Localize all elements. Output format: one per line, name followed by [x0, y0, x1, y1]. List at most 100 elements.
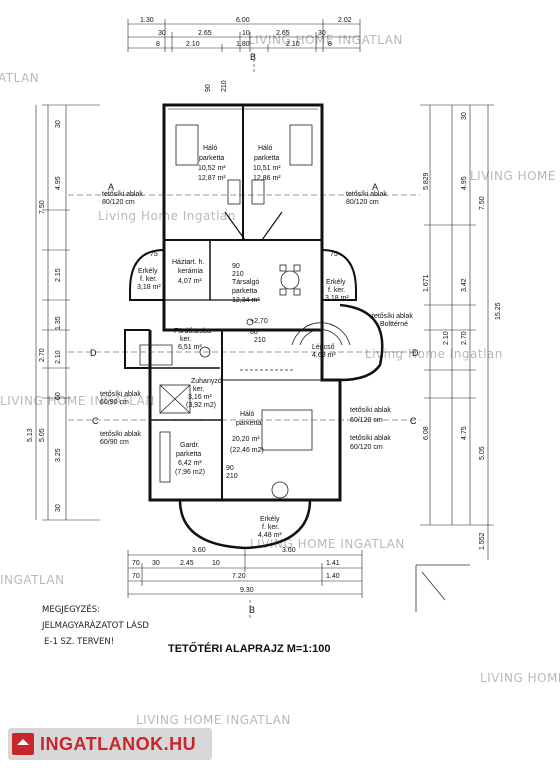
watermark-right-low: LIVING HOME INGATLAN: [480, 671, 560, 685]
wardrobe-icon: [159, 431, 171, 483]
svg-text:2.02: 2.02: [338, 17, 352, 24]
left-dimensions: [35, 104, 100, 521]
svg-text:1.671: 1.671: [423, 274, 430, 292]
svg-text:3,18 m²: 3,18 m²: [325, 295, 349, 302]
svg-text:2.10: 2.10: [286, 41, 300, 48]
wardrobe-icon: [227, 179, 241, 205]
svg-text:B: B: [249, 605, 255, 615]
svg-text:70: 70: [132, 573, 140, 580]
svg-text:tetősíki ablak: tetősíki ablak: [346, 191, 387, 198]
svg-text:12,86 m²: 12,86 m²: [253, 175, 281, 182]
svg-text:Gardr.: Gardr.: [180, 442, 200, 449]
svg-text:tetősíki ablak: tetősíki ablak: [100, 431, 141, 438]
svg-text:4,68 m²: 4,68 m²: [312, 352, 336, 359]
svg-text:60/120 cm: 60/120 cm: [350, 444, 383, 451]
svg-text:f. ker.: f. ker.: [262, 524, 279, 531]
svg-text:10,52 m²: 10,52 m²: [198, 165, 226, 172]
bed-icon: [289, 124, 313, 166]
svg-text:3.42: 3.42: [461, 278, 468, 292]
corner-mark: [415, 564, 470, 612]
svg-text:2.10: 2.10: [443, 331, 450, 345]
svg-text:(3,92 m2): (3,92 m2): [186, 402, 216, 409]
svg-text:60/90 cm: 60/90 cm: [100, 439, 129, 446]
svg-text:60: 60: [55, 392, 62, 400]
svg-text:tetősíki ablak: tetősíki ablak: [100, 391, 141, 398]
watermark-bottom-center: LIVING HOME INGATLAN: [250, 537, 405, 551]
door-codes: 90 210 90 210 80 210 75 75 90 210: [150, 80, 338, 480]
svg-text:7.50: 7.50: [39, 200, 46, 214]
svg-text:5.05: 5.05: [479, 446, 486, 460]
chair-icon: [271, 481, 289, 499]
walls: [124, 103, 384, 550]
svg-text:parketta: parketta: [199, 155, 224, 162]
svg-text:JELMAGYARÁZATOT LÁSD: JELMAGYARÁZATOT LÁSD: [41, 619, 149, 631]
svg-text:8: 8: [328, 41, 332, 48]
svg-text:Zuhanyzó: Zuhanyzó: [191, 378, 222, 385]
svg-text:1.30: 1.30: [140, 17, 154, 24]
svg-text:D: D: [412, 348, 419, 358]
svg-text:10,51 m²: 10,51 m²: [253, 165, 281, 172]
svg-text:Lépcső: Lépcső: [312, 344, 335, 351]
svg-text:5.13: 5.13: [27, 428, 34, 442]
svg-text:2.10: 2.10: [55, 350, 62, 364]
svg-text:30: 30: [55, 120, 62, 128]
svg-text:1.41: 1.41: [326, 560, 340, 567]
svg-text:80/120 cm: 80/120 cm: [102, 199, 135, 206]
svg-text:tetősíki ablak: tetősíki ablak: [372, 313, 413, 320]
handwritten-note: MEGJEGYZÉS: JELMAGYARÁZATOT LÁSD E-1 SZ.…: [41, 603, 149, 647]
svg-text:2.65: 2.65: [276, 30, 290, 37]
svg-text:60/90 cm: 60/90 cm: [100, 399, 129, 406]
svg-text:3.60: 3.60: [192, 547, 206, 554]
svg-text:parketta: parketta: [176, 451, 201, 458]
svg-text:MEGJEGYZÉS:: MEGJEGYZÉS:: [42, 603, 100, 615]
svg-text:C: C: [410, 416, 417, 426]
svg-text:75: 75: [330, 251, 338, 258]
svg-text:3,16 m²: 3,16 m²: [188, 394, 212, 401]
watermark-right-mid: Living Home Ingatlan: [365, 347, 503, 361]
svg-text:parketta: parketta: [232, 288, 257, 295]
svg-text:1.35: 1.35: [55, 316, 62, 330]
svg-text:(22,46 m2): (22,46 m2): [230, 447, 264, 454]
svg-text:2.45: 2.45: [180, 560, 194, 567]
house-icon: [12, 733, 34, 755]
svg-text:30: 30: [55, 504, 62, 512]
svg-text:C: C: [92, 416, 99, 426]
svg-text:ker.: ker.: [180, 336, 191, 343]
svg-text:2.65: 2.65: [198, 30, 212, 37]
logo-text: INGATLANOK.HU: [40, 733, 197, 754]
svg-text:60/120 cm: 60/120 cm: [350, 417, 383, 424]
shower-icon: [159, 384, 191, 414]
watermark-right-top: LIVING HOME INGATLAN: [470, 169, 560, 183]
site-logo[interactable]: INGATLANOK.HU: [8, 728, 212, 760]
svg-text:Társalgó: Társalgó: [232, 279, 259, 286]
right-dimensions: [420, 104, 494, 560]
svg-text:1.80: 1.80: [236, 41, 250, 48]
svg-text:90: 90: [205, 84, 212, 92]
svg-text:3.60: 3.60: [282, 547, 296, 554]
svg-text:B: B: [250, 52, 256, 62]
bathtub-icon: [139, 344, 173, 366]
svg-text:f. ker.: f. ker.: [140, 276, 157, 283]
svg-text:2.15: 2.15: [55, 268, 62, 282]
svg-text:2.10: 2.10: [186, 41, 200, 48]
svg-text:4.95: 4.95: [55, 176, 62, 190]
svg-text:parketta: parketta: [236, 420, 261, 427]
svg-text:Háztart. h.: Háztart. h.: [172, 259, 204, 266]
bottom-dimensions: [127, 550, 363, 618]
top-dimension-labels: 1.30 6.00 2.02 30 2.65 10 2.65 30 8 2.10…: [140, 17, 352, 62]
svg-text:2.70: 2.70: [461, 331, 468, 345]
watermark-bottom: LIVING HOME INGATLAN: [136, 713, 291, 727]
svg-text:tetősíki ablak: tetősíki ablak: [350, 407, 391, 414]
watermark-left-low: INGATLAN: [0, 573, 65, 587]
svg-text:210: 210: [254, 337, 266, 344]
svg-text:Háló: Háló: [203, 145, 218, 152]
svg-text:8: 8: [156, 41, 160, 48]
svg-text:6.00: 6.00: [236, 17, 250, 24]
svg-text:80/120 cm: 80/120 cm: [346, 199, 379, 206]
svg-text:30: 30: [158, 30, 166, 37]
svg-text:90: 90: [232, 263, 240, 270]
wardrobe-icon: [251, 179, 265, 205]
svg-text:Erkély: Erkély: [326, 279, 346, 286]
svg-text:30: 30: [461, 112, 468, 120]
